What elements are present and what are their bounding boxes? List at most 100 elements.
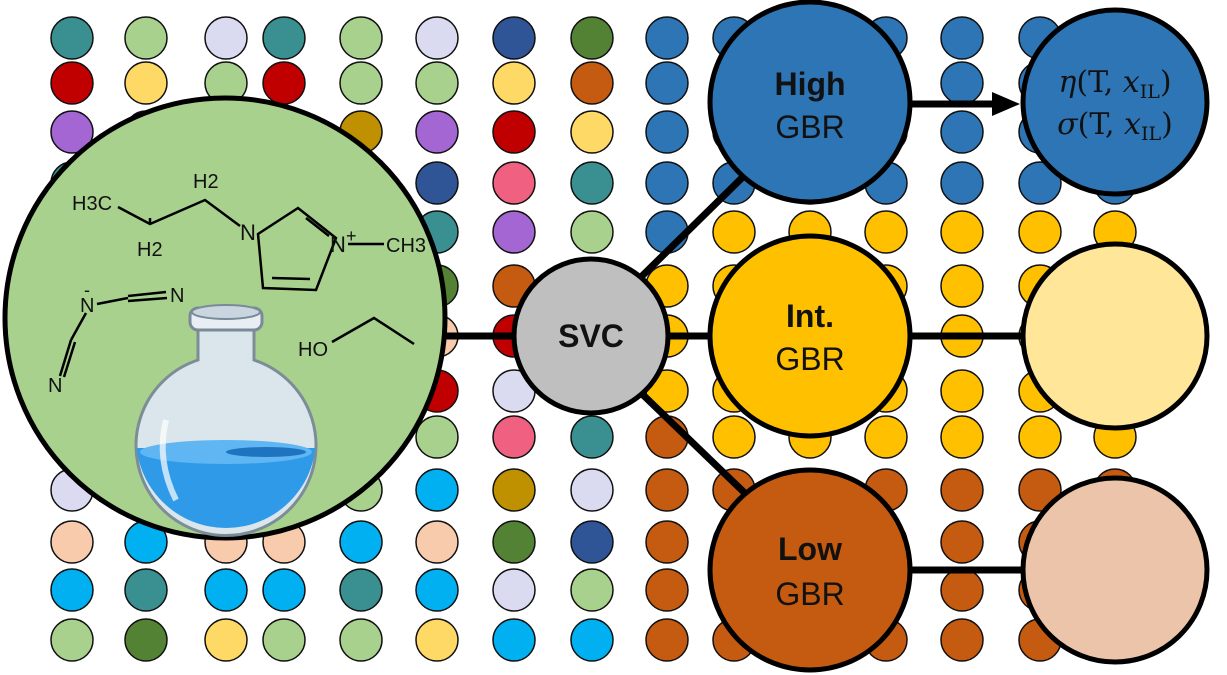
output-low-node — [1020, 475, 1210, 665]
label-plus: + — [346, 226, 357, 246]
background-dot — [940, 161, 984, 205]
background-dot — [339, 568, 383, 612]
background-dot — [1018, 161, 1062, 205]
background-dot — [415, 415, 459, 459]
background-dot — [940, 61, 984, 105]
background-dot — [1018, 415, 1062, 459]
background-dot — [415, 568, 459, 612]
background-dot — [415, 520, 459, 564]
background-dot — [124, 568, 168, 612]
background-dot — [339, 16, 383, 60]
output-low-circle — [1020, 475, 1210, 665]
dicyanamide-anion-structure — [58, 290, 168, 378]
low-gbr-node: Low GBR — [707, 467, 913, 673]
background-dot — [940, 16, 984, 60]
label-anion-minus: - — [84, 280, 90, 300]
background-dot — [415, 468, 459, 512]
background-dot — [204, 16, 248, 60]
background-dot — [492, 468, 536, 512]
svc-label: SVC — [558, 318, 624, 354]
background-dot — [262, 618, 306, 662]
background-dot — [570, 16, 614, 60]
output-high-viscosity: η(T, xIL) — [1058, 65, 1171, 103]
background-dot — [50, 110, 94, 154]
background-dot — [124, 618, 168, 662]
background-dot — [50, 61, 94, 105]
connector-svc-to-low — [637, 389, 755, 503]
label-h2-bottom: H2 — [137, 239, 163, 261]
background-dot — [339, 618, 383, 662]
output-high-node: η(T, xIL) σ(T, xIL) — [1020, 7, 1210, 197]
background-dot — [570, 61, 614, 105]
background-dot — [415, 110, 459, 154]
output-int-circle — [1020, 241, 1210, 431]
output-high-conductivity: σ(T, xIL) — [1057, 107, 1173, 145]
background-dot — [570, 520, 614, 564]
svc-circle — [511, 256, 671, 416]
background-dot — [492, 210, 536, 254]
background-dot — [262, 61, 306, 105]
background-dot — [940, 110, 984, 154]
flask-liquid-highlight — [226, 447, 306, 457]
background-dot — [940, 568, 984, 612]
svc-node: SVC — [511, 256, 671, 416]
label-anion-n-top: N — [170, 285, 184, 307]
background-dot — [645, 618, 689, 662]
background-dot — [492, 16, 536, 60]
background-dot — [645, 568, 689, 612]
background-dot — [492, 568, 536, 612]
low-gbr-subtitle: GBR — [775, 576, 844, 612]
background-dot — [415, 16, 459, 60]
background-dot — [50, 618, 94, 662]
background-dot — [940, 520, 984, 564]
background-dot — [645, 16, 689, 60]
background-dot — [712, 415, 756, 459]
background-dot — [1018, 468, 1062, 512]
flask-glare — [159, 419, 179, 502]
connector-svc-to-high — [637, 165, 755, 281]
background-dot — [492, 161, 536, 205]
background-dot — [940, 210, 984, 254]
ethanol-structure — [331, 316, 415, 346]
low-gbr-title: Low — [778, 531, 842, 567]
high-gbr-subtitle: GBR — [775, 109, 844, 145]
flask-mouth — [191, 304, 261, 320]
background-dot — [339, 61, 383, 105]
background-dot — [570, 618, 614, 662]
ionic-liquid-circle: H3C H2 H2 N N + CH3 N - N N HO — [2, 95, 448, 541]
background-dot — [940, 618, 984, 662]
background-dot — [50, 520, 94, 564]
background-dot — [940, 415, 984, 459]
background-dot — [262, 568, 306, 612]
background-dot — [645, 161, 689, 205]
background-dot — [570, 210, 614, 254]
int-gbr-node: Int. GBR — [707, 233, 913, 439]
imidazolium-cation-structure — [117, 198, 384, 292]
background-dot — [712, 210, 756, 254]
output-int-node — [1020, 241, 1210, 431]
background-dot — [570, 568, 614, 612]
background-dot — [645, 468, 689, 512]
background-dot — [570, 161, 614, 205]
background-dot — [204, 618, 248, 662]
high-gbr-node: High GBR — [707, 0, 913, 205]
background-dot — [940, 369, 984, 413]
background-dot — [940, 264, 984, 308]
label-ch3: CH3 — [386, 235, 426, 257]
background-dot — [570, 110, 614, 154]
background-dot — [864, 415, 908, 459]
background-dot — [415, 161, 459, 205]
background-dot — [415, 618, 459, 662]
background-dot — [339, 520, 383, 564]
background-dot — [1018, 210, 1062, 254]
high-gbr-circle — [707, 0, 913, 205]
background-dot — [940, 468, 984, 512]
background-dot — [262, 16, 306, 60]
int-gbr-subtitle: GBR — [775, 341, 844, 377]
label-anion-n-bottom: N — [48, 375, 62, 397]
background-dot — [645, 110, 689, 154]
low-gbr-circle — [707, 467, 913, 673]
int-gbr-title: Int. — [786, 298, 834, 334]
